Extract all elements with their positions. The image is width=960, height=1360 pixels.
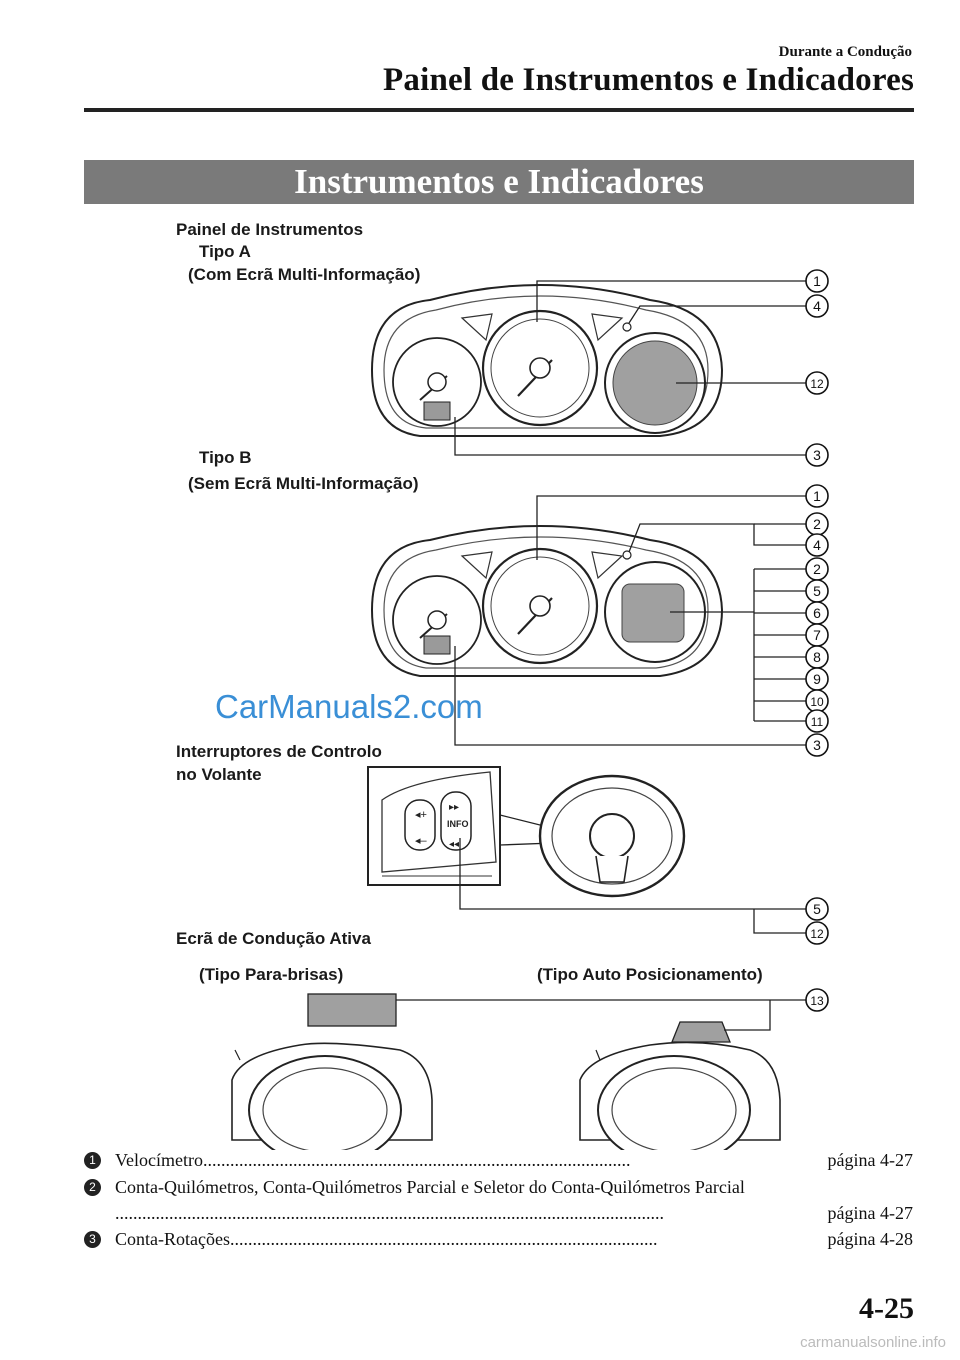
toc-entry-2-page-line: ........................................…: [115, 1203, 913, 1224]
toc-number-1: 1: [84, 1152, 101, 1169]
toc-text-3: Conta-Rotações..........................…: [115, 1229, 658, 1249]
svg-text:8: 8: [813, 649, 821, 665]
svg-text:7: 7: [813, 627, 821, 643]
adc-auto-position: [579, 1021, 781, 1150]
svg-text:2: 2: [813, 561, 821, 577]
svg-text:6: 6: [813, 605, 821, 621]
callout-b-5: 5: [805, 579, 829, 603]
page-header-title: Painel de Instrumentos e Indicadores: [383, 62, 914, 98]
svg-text:◂◂: ◂◂: [449, 839, 459, 850]
toc-page-1: página 4-27: [823, 1150, 913, 1171]
label-type-b: Tipo B: [199, 448, 252, 467]
callout-b-3: 3: [805, 733, 829, 757]
label-active-driving-display: Ecrã de Condução Ativa: [176, 929, 371, 948]
callout-b-2a: 2: [805, 512, 829, 536]
label-switches-line1: Interruptores de Controlo: [176, 742, 382, 761]
cluster-type-a: [370, 284, 724, 437]
section-name: Durante a Condução: [778, 44, 912, 60]
leaders-type-a: [454, 280, 806, 456]
callout-b-9: 9: [805, 667, 829, 691]
callout-a-4: 4: [805, 294, 829, 318]
svg-text:4: 4: [813, 537, 821, 553]
callout-adc-13: 13: [805, 988, 829, 1012]
svg-text:▸▸: ▸▸: [449, 802, 459, 813]
svg-text:3: 3: [813, 447, 821, 463]
callout-sw-5: 5: [805, 897, 829, 921]
callout-a-1: 1: [805, 269, 829, 293]
callout-a-3: 3: [805, 443, 829, 467]
callout-a-12: 12: [805, 371, 829, 395]
callout-b-7: 7: [805, 623, 829, 647]
callout-b-2b: 2: [805, 557, 829, 581]
toc-number-2: 2: [84, 1179, 101, 1196]
svg-text:12: 12: [810, 927, 824, 941]
label-switches-line2: no Volante: [176, 765, 262, 784]
callout-b-11: 11: [805, 709, 829, 733]
label-auto-position-type: (Tipo Auto Posicionamento): [537, 965, 763, 984]
toc-page-3: página 4-28: [823, 1229, 913, 1250]
watermark-site: carmanualsonline.info: [800, 1334, 946, 1351]
label-windshield-type: (Tipo Para-brisas): [199, 965, 344, 984]
svg-text:3: 3: [813, 737, 821, 753]
info-button-label: INFO: [447, 819, 469, 829]
svg-text:10: 10: [810, 695, 824, 709]
toc-text-2: Conta-Quilómetros, Conta-Quilómetros Par…: [115, 1177, 745, 1197]
cluster-type-b: [370, 525, 724, 677]
svg-text:1: 1: [813, 488, 821, 504]
label-type-a-sub: (Com Ecrã Multi-Informação): [188, 265, 421, 284]
leaders-switches: [459, 838, 806, 934]
toc-entry-1: 1 Velocímetro...........................…: [84, 1150, 913, 1174]
page-number: 4-25: [859, 1292, 914, 1325]
svg-text:13: 13: [810, 994, 824, 1008]
label-instrument-panel: Painel de Instrumentos: [176, 220, 364, 239]
toc-number-3: 3: [84, 1231, 101, 1248]
svg-text:2: 2: [813, 516, 821, 532]
callout-b-10: 10: [805, 689, 829, 713]
section-banner: Instrumentos e Indicadores: [84, 160, 914, 204]
label-type-b-sub: (Sem Ecrã Multi-Informação): [188, 474, 419, 493]
adc-windshield: [231, 993, 433, 1150]
leaders-type-b: [454, 495, 806, 746]
toc-entry-3: 3 Conta-Rotações........................…: [84, 1229, 913, 1253]
svg-text:11: 11: [811, 715, 824, 729]
svg-text:12: 12: [810, 377, 824, 391]
callout-b-8: 8: [805, 645, 829, 669]
toc-page-2: página 4-27: [823, 1203, 913, 1224]
svg-text:5: 5: [813, 583, 821, 599]
callout-b-4: 4: [805, 533, 829, 557]
callout-sw-12: 12: [805, 921, 829, 945]
instrument-diagram: ◂+ ◂– ▸▸ ◂◂ INFO 1 4 12 3 1: [231, 269, 829, 1150]
callout-b-6: 6: [805, 601, 829, 625]
leaders-adc: [396, 999, 806, 1031]
svg-text:◂+: ◂+: [415, 809, 427, 821]
callout-b-1: 1: [805, 484, 829, 508]
toc-entry-2: 2 Conta-Quilómetros, Conta-Quilómetros P…: [84, 1177, 913, 1201]
watermark: CarManuals2.com: [215, 688, 483, 725]
toc-text-1: Velocímetro.............................…: [115, 1150, 631, 1170]
label-type-a: Tipo A: [199, 242, 251, 261]
header-rule: [84, 108, 914, 112]
svg-text:1: 1: [813, 273, 821, 289]
svg-text:4: 4: [813, 298, 821, 314]
svg-text:◂–: ◂–: [415, 835, 428, 847]
steering-switches: ◂+ ◂– ▸▸ ◂◂ INFO: [367, 766, 686, 898]
svg-text:9: 9: [813, 671, 821, 687]
svg-text:5: 5: [813, 901, 821, 917]
